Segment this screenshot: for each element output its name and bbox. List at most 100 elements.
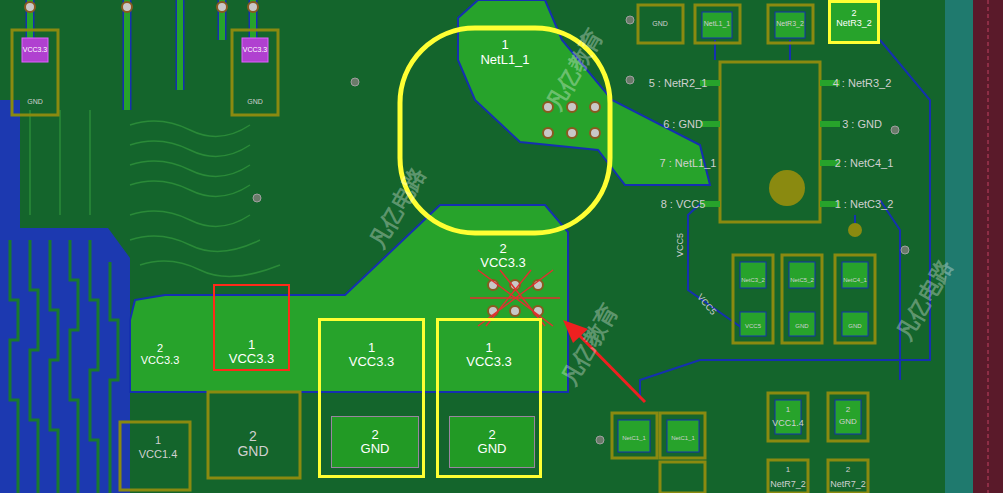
pad bbox=[740, 262, 766, 288]
pin-label: 5 : NetR2_1 bbox=[649, 77, 708, 89]
trace bbox=[10, 240, 18, 493]
pad-outline bbox=[835, 255, 875, 343]
keepout-band bbox=[973, 0, 1003, 493]
pad-outline bbox=[208, 392, 300, 478]
net-label: NetC1_1 bbox=[671, 435, 695, 442]
trace bbox=[30, 240, 38, 493]
pin-label: 4 : NetR3_2 bbox=[833, 77, 892, 89]
trace-outline bbox=[640, 40, 930, 400]
via bbox=[248, 2, 258, 12]
trace-label: VCC5 bbox=[694, 293, 717, 318]
net-label: GND bbox=[247, 98, 263, 106]
pad-outline bbox=[120, 422, 190, 490]
pad-number: 1 bbox=[368, 341, 375, 355]
pad-outline bbox=[638, 5, 683, 43]
net-label: GND bbox=[839, 418, 857, 427]
net-label: VCC3.3 bbox=[466, 355, 512, 369]
net-label: GND bbox=[27, 98, 43, 106]
trace bbox=[130, 211, 250, 226]
net-label: GND bbox=[652, 20, 668, 28]
pin1-mark bbox=[769, 170, 805, 206]
serpentine-traces bbox=[10, 240, 118, 493]
pad bbox=[775, 12, 805, 38]
net-label: NetL1_1 bbox=[704, 20, 730, 28]
via bbox=[543, 128, 553, 138]
trace-outline bbox=[30, 0, 253, 110]
pad-number: 1 bbox=[786, 406, 790, 415]
net-label: GND bbox=[795, 323, 808, 330]
pin-label: 7 : NetL1_1 bbox=[660, 157, 717, 169]
net-label: GND bbox=[848, 323, 861, 330]
pad-outline bbox=[660, 462, 705, 493]
pad-number: 1 bbox=[485, 341, 492, 355]
net-label: NetL1_1 bbox=[480, 53, 529, 67]
watermark: 凡亿电路 bbox=[893, 256, 958, 344]
watermark: 凡亿教育 bbox=[558, 301, 623, 389]
pad bbox=[667, 420, 699, 452]
vias bbox=[25, 2, 909, 444]
net-label: VCC5 bbox=[745, 323, 761, 330]
board-edge-band bbox=[945, 0, 973, 493]
net-label: NetR7_2 bbox=[830, 480, 866, 490]
top-traces bbox=[30, 0, 253, 110]
pad bbox=[789, 262, 815, 288]
pad bbox=[702, 12, 732, 38]
pad-outline bbox=[612, 413, 657, 458]
pin-stub bbox=[700, 83, 840, 204]
pad-number: 1 bbox=[155, 434, 161, 446]
net-label: NetR7_2 bbox=[770, 480, 806, 490]
net-label: NetR3_2 bbox=[836, 19, 872, 29]
trace bbox=[70, 240, 78, 493]
pad-number: 2 bbox=[488, 428, 495, 442]
highlighted-pad: 2NetR3_2 bbox=[828, 0, 880, 44]
pad-number: 1 bbox=[501, 38, 508, 52]
keepout-line bbox=[988, 0, 989, 493]
pad-outline bbox=[782, 255, 822, 343]
pad-number: 2 bbox=[846, 466, 850, 475]
trace bbox=[30, 110, 90, 215]
pad-outline bbox=[695, 5, 740, 43]
net-label: VCC1.4 bbox=[772, 419, 804, 429]
via bbox=[848, 223, 862, 237]
trace bbox=[30, 0, 253, 110]
pad-outline bbox=[232, 30, 278, 115]
pad-number: 1 bbox=[786, 466, 790, 475]
pad-outline bbox=[768, 5, 813, 43]
net-label: NetR3_2 bbox=[776, 20, 804, 28]
pad bbox=[775, 400, 801, 434]
via bbox=[590, 128, 600, 138]
pad bbox=[842, 262, 868, 288]
gnd-pad: 2GND bbox=[331, 416, 419, 468]
via bbox=[901, 246, 909, 254]
pad-number: 2 bbox=[371, 428, 378, 442]
pad bbox=[835, 400, 861, 434]
pin-label: 2 : NetC4_1 bbox=[835, 157, 894, 169]
net-label: GND bbox=[237, 444, 268, 459]
via bbox=[891, 126, 899, 134]
fine-traces bbox=[30, 110, 280, 276]
net-label: NetC5_2 bbox=[790, 277, 814, 284]
via bbox=[122, 2, 132, 12]
trace-label: VCC5 bbox=[676, 233, 686, 257]
via bbox=[626, 16, 634, 24]
pad-outline bbox=[828, 393, 868, 441]
via bbox=[590, 102, 600, 112]
trace bbox=[130, 181, 250, 196]
net-label: VCC1.4 bbox=[139, 448, 178, 460]
blue-plane bbox=[0, 100, 130, 493]
pad-number: 2 bbox=[157, 342, 163, 354]
pad bbox=[22, 38, 48, 62]
via bbox=[626, 76, 634, 84]
trace bbox=[110, 262, 118, 493]
net-label: VCC3.3 bbox=[23, 46, 48, 54]
pad-outline bbox=[828, 460, 868, 493]
ic-body bbox=[720, 62, 820, 222]
via bbox=[253, 194, 261, 202]
pad-outline bbox=[660, 413, 705, 458]
trace bbox=[130, 121, 250, 136]
pin-label: 1 : NetC3_2 bbox=[835, 198, 894, 210]
pads bbox=[618, 12, 868, 452]
trace bbox=[140, 261, 280, 276]
watermark: 凡亿教育 bbox=[543, 26, 608, 114]
